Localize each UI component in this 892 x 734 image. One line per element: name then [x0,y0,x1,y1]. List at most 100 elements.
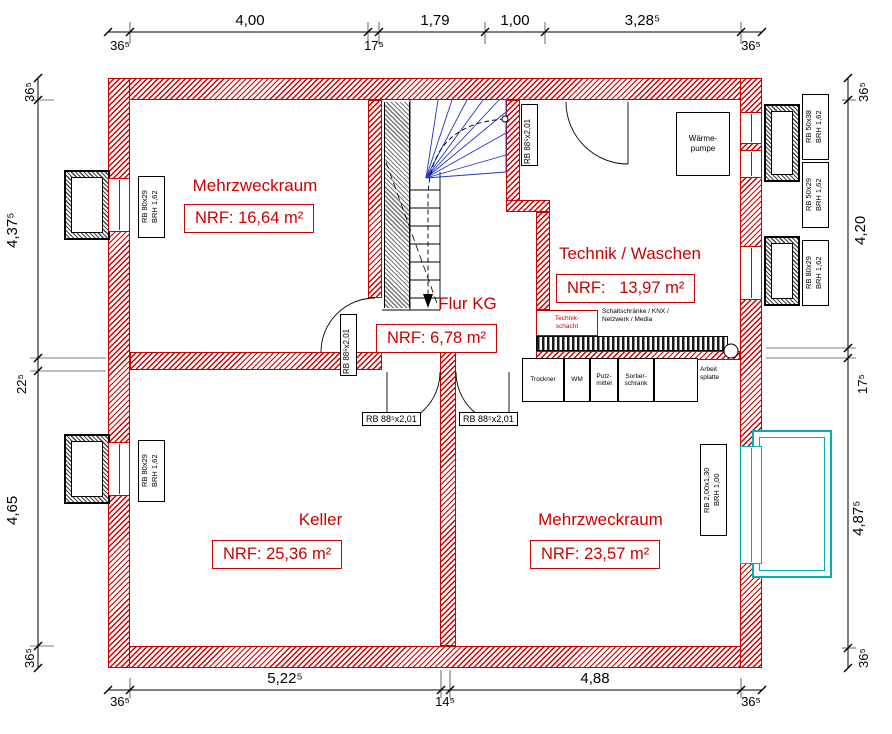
wm-label: WM [571,376,583,384]
window-brh: BRH 1,00 [711,473,721,507]
window-label-right-mid: RB 50x29 BRH 1,62 [802,162,829,228]
window-brh: BRH 1,62 [149,454,159,488]
extension-lines [30,22,856,698]
window-brh: BRH 1,62 [813,256,823,290]
window-size: RB 50x38 [804,110,813,144]
lightwell-inner [771,243,793,299]
door-label-keller: RB 88⁵x2,01 [362,412,421,427]
lightwell-right-top [764,104,800,182]
lightwell-left-top [64,170,110,240]
trockner-label: Trockner [530,376,556,384]
window-brh: BRH 1,62 [149,190,159,224]
dimension-ticks [33,27,853,695]
window-brh: BRH 1,62 [813,110,823,144]
pipe-symbol [723,343,739,359]
door-label-mehrzweckraum-bottom: RB 88⁵x2,01 [459,412,518,427]
dim-right-wall-mid: 17⁵ [855,374,870,394]
stair-winder-treads [425,99,507,179]
window-glass-line [751,114,752,142]
dim-bottom-2: 4,88 [580,670,610,687]
technikschacht-label-line1: Technik- [554,315,580,323]
dim-top-4: 3,28⁵ [624,12,661,29]
room-area-mehrzweckraum-top: NRF: 16,64 m² [184,204,315,233]
appliance-putzmittel: Putz- mittel [590,358,618,402]
stair-pitch-line [385,161,439,307]
room-name-flur: Flur KG [438,294,497,313]
lightwell-inner [71,177,103,233]
appliance-wm: WM [564,358,590,402]
dim-right-1: 4,20 [852,215,869,245]
window-glass-line [119,444,120,494]
arbeitsplatte-label: Arbeit splatte [700,366,738,382]
room-name-mehrzweckraum-bottom: Mehrzweckraum [538,510,663,529]
window-glass-line [751,248,752,298]
appliance-trockner: Trockner [522,358,564,402]
window-glass-line [751,152,752,176]
window-size: RB 80x29 [804,256,813,290]
door-label-mehrzweckraum-top: RB 88⁵x2,01 [340,314,357,376]
waermepumpe-label-line2: pumpe [690,144,716,153]
window-right-low [740,246,762,300]
dim-bottom-wall-left: 36⁵ [110,694,130,709]
window-right-top [740,112,762,144]
window-right-mid [740,150,762,178]
dim-top-wall-left: 36⁵ [110,38,130,53]
window-bottom-right [740,446,762,564]
dimension-lines [37,31,849,691]
arbeitsplatte-label-line1: Arbeit [700,366,717,373]
schaltschraenke-band [536,336,728,351]
window-label-left-bottom: RB 80x29 BRH 1,62 [138,440,165,502]
wall-stair-left [368,100,382,298]
window-size: RB 2,00x1,30 [702,467,711,513]
arbeitsplatte-label-line2: splatte [700,374,720,382]
dim-right-wall-bottom: 36⁵ [856,648,871,668]
schaltschraenke-label-line2: Netzwerk / Media [602,316,653,324]
wall-technik-west [536,212,550,310]
waermepumpe-label-line1: Wärme- [688,134,718,143]
dim-bottom-wall-right: 36⁵ [741,694,761,709]
schaltschraenke-label: Schaltschränke / KNX / Netzwerk / Media [602,308,720,324]
dim-left-2: 4,65 [4,495,21,525]
stair-walk-line [423,115,509,308]
window-brh: BRH 1,62 [813,178,823,212]
appliance-sortierschrank: Sortier- schrank [618,358,654,402]
waermepumpe-box: Wärme- pumpe [676,112,730,176]
dim-top-wall-right: 36⁵ [741,38,761,53]
dim-bottom-wall-mid: 14⁵ [435,694,455,709]
lightwell-right-mid [764,236,800,306]
stair-treads [382,100,441,311]
room-area-technik: NRF: 13,97 m² [556,274,696,303]
window-label-left-top: RB 80x29 BRH 1,62 [138,176,165,238]
putzmittel-label-line2: mittel [596,380,612,387]
sortierschrank-label-line2: schrank [624,380,648,387]
room-area-keller: NRF: 25,36 m² [212,540,343,569]
stair-side-hatch [384,102,410,308]
window-left-top [108,178,130,232]
lightwell-inner [771,111,793,175]
room-area-flur: NRF: 6,78 m² [376,324,498,353]
room-name-keller: Keller [298,510,343,529]
window-label-right-top: RB 50x38 BRH 1,62 [802,94,829,160]
sortierschrank-label-line1: Sortier- [625,372,647,380]
window-label-right-low: RB 80x29 BRH 1,62 [802,240,829,306]
room-area-mehrzweckraum-bottom: NRF: 23,57 m² [530,540,661,569]
technikschacht-box: Technik- schacht [536,310,598,336]
door-label-technik: RB 88⁵x2,01 [521,104,538,166]
room-name-technik: Technik / Waschen [558,244,702,263]
dim-left-wall-mid: 22⁵ [14,374,29,394]
window-size: RB 50x29 [804,178,813,212]
schaltschraenke-label-line1: Schaltschränke / KNX / [602,308,669,315]
window-glass-line [119,180,120,230]
dim-left-1: 4,37⁵ [4,212,21,248]
dim-top-1: 4,00 [235,12,265,29]
window-left-bottom [108,442,130,496]
appliance-sink [654,358,698,402]
door-swing-arcs [320,101,629,426]
dim-left-wall-bottom: 36⁵ [22,648,37,668]
wall-mid-left [130,352,382,370]
wall-connector [506,200,550,212]
window-label-bottom-right: RB 2,00x1,30 BRH 1,00 [700,444,727,536]
putzmittel-label-line1: Putz- [596,372,612,380]
